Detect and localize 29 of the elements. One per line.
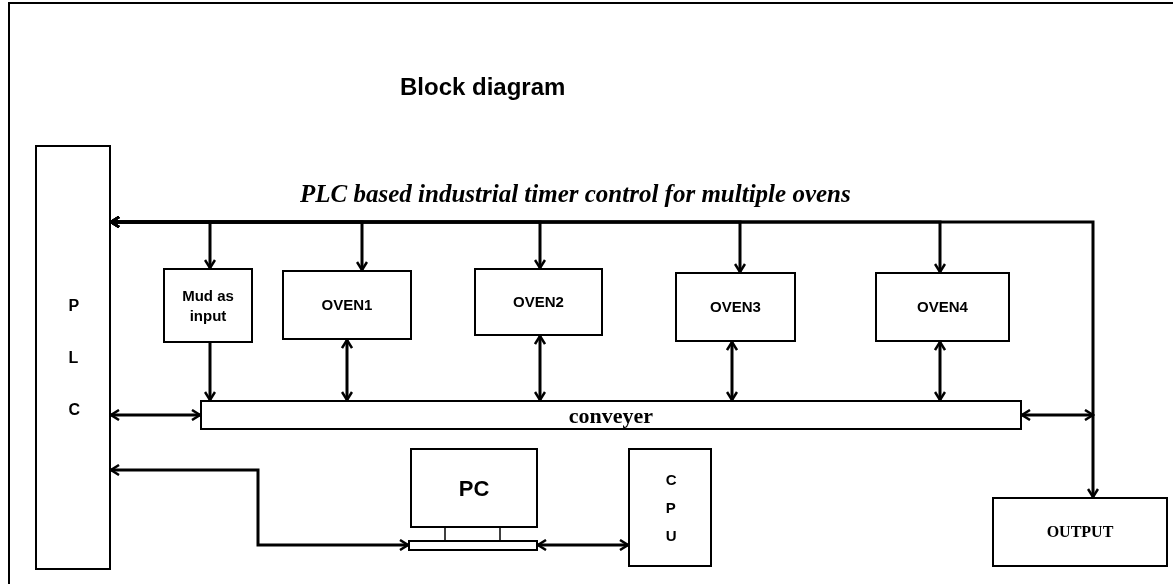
block-label: C P U — [665, 469, 675, 546]
block-label: OVEN4 — [917, 296, 968, 317]
block-label: OVEN1 — [321, 294, 373, 315]
block-label: OVEN3 — [710, 296, 761, 317]
oven-block — [875, 272, 1010, 342]
arrow — [725, 340, 739, 402]
plc-block — [35, 145, 111, 570]
block-label: P L C — [68, 295, 78, 420]
arrow — [933, 340, 947, 402]
subtitle: PLC based industrial timer control for multiple ovens — [300, 179, 851, 209]
arrow — [536, 538, 630, 552]
block-label: Mud as input — [181, 285, 235, 326]
oven-block — [474, 268, 603, 336]
arrow — [203, 343, 217, 402]
diagram-title: Block diagram — [400, 72, 566, 102]
arrow — [533, 334, 547, 402]
keyboard-drawing — [408, 528, 538, 551]
oven-block — [282, 270, 412, 340]
block-label: conveyer — [568, 401, 654, 430]
monitor-screen — [410, 448, 538, 528]
cpu-block — [628, 448, 712, 567]
block-label: OUTPUT — [1046, 522, 1114, 542]
block-label: OVEN2 — [513, 291, 564, 312]
conveyer-bar — [200, 400, 1022, 430]
arrow — [340, 338, 354, 402]
output-block — [992, 497, 1168, 567]
input-block — [163, 268, 253, 343]
oven-block — [675, 272, 796, 342]
block-label: PC — [458, 474, 490, 503]
